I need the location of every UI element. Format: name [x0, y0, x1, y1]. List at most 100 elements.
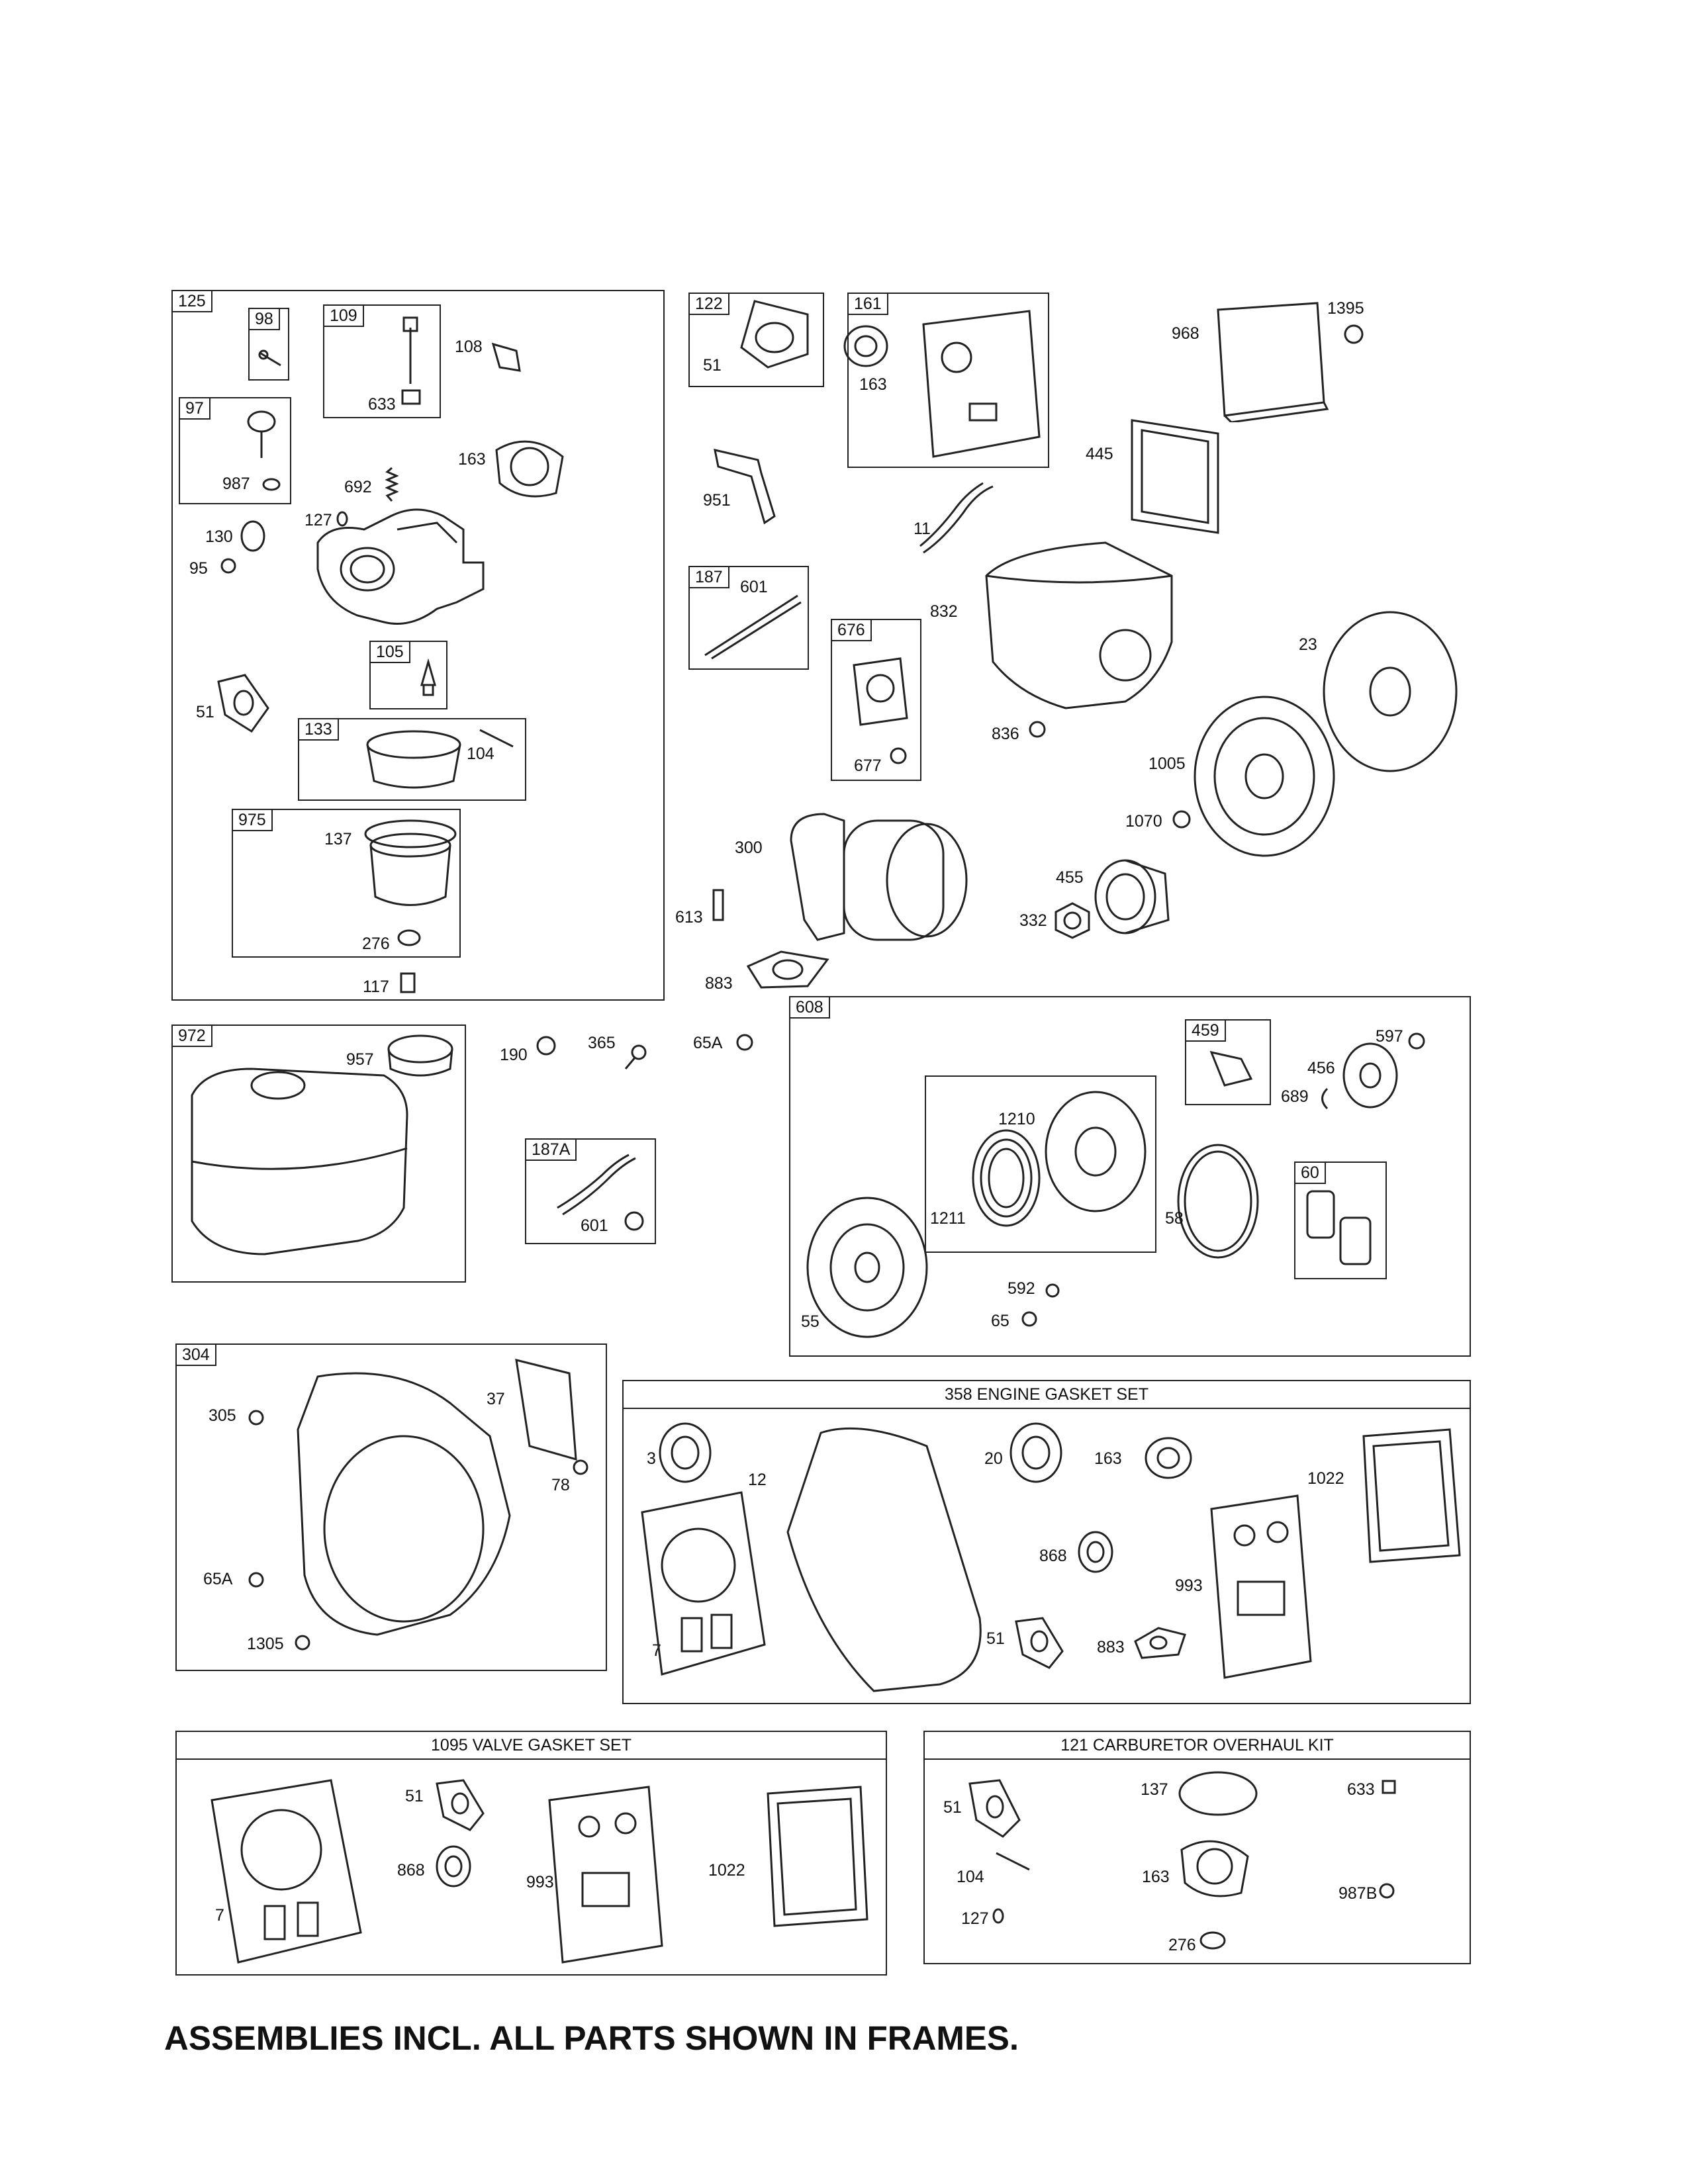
shield-37-icon	[515, 1358, 577, 1461]
gasket-163-icon	[495, 440, 564, 498]
label-868: 868	[1039, 1547, 1067, 1565]
cup-455-icon	[1094, 859, 1170, 934]
label-127: 127	[305, 511, 332, 529]
label-601: 601	[740, 578, 768, 596]
label-163: 163	[1142, 1868, 1170, 1886]
label-55: 55	[801, 1312, 820, 1331]
gasket-993-icon	[1210, 1494, 1312, 1679]
cap-633-icon	[1382, 1780, 1396, 1794]
gasket-276-icon	[397, 929, 421, 946]
frame-1210	[925, 1075, 1156, 1253]
frame-tag: 105	[369, 641, 410, 663]
frame-304: 304	[175, 1343, 607, 1671]
label-12: 12	[748, 1471, 767, 1489]
screw-305-icon	[248, 1410, 264, 1426]
label-51: 51	[703, 356, 722, 375]
gasket-12-icon	[786, 1427, 982, 1692]
label-993: 993	[526, 1873, 554, 1891]
label-3: 3	[647, 1449, 656, 1468]
label-987: 987	[222, 475, 250, 493]
label-868: 868	[397, 1861, 425, 1880]
label-1022: 1022	[708, 1861, 745, 1880]
label-23: 23	[1299, 635, 1317, 654]
label-633: 633	[1347, 1780, 1375, 1799]
lever-951-icon	[714, 449, 776, 525]
frame-tag: 972	[171, 1024, 212, 1047]
frame-header: 121 CARBURETOR OVERHAUL KIT	[925, 1732, 1470, 1760]
retainer-456-icon	[1342, 1042, 1398, 1109]
label-7: 7	[215, 1906, 224, 1925]
oring-137-icon	[1178, 1771, 1258, 1816]
label-592: 592	[1008, 1279, 1035, 1298]
label-957: 957	[346, 1050, 374, 1069]
frame-tag: 98	[248, 308, 280, 330]
frame-133: 133	[298, 718, 526, 801]
head-gasket-7b-icon	[211, 1779, 362, 1964]
gasket-51e-icon	[968, 1779, 1021, 1838]
label-456: 456	[1307, 1059, 1335, 1077]
label-883: 883	[705, 974, 733, 993]
frame-676: 676	[831, 619, 921, 781]
screw-836-icon	[1029, 721, 1046, 738]
plate-130-icon	[240, 520, 265, 552]
label-689: 689	[1281, 1087, 1309, 1106]
label-987b: 987B	[1338, 1884, 1378, 1903]
label-1022: 1022	[1307, 1469, 1344, 1488]
label-365: 365	[588, 1034, 616, 1052]
gasket-1022-icon	[1362, 1428, 1461, 1563]
frame-972: 972	[171, 1024, 466, 1283]
frame-tag: 125	[171, 290, 212, 312]
screw-1305-icon	[295, 1635, 310, 1651]
label-163: 163	[458, 450, 486, 469]
label-163: 163	[1094, 1449, 1122, 1468]
screw-65a-icon	[736, 1034, 753, 1051]
label-51: 51	[986, 1629, 1005, 1648]
starter-55-icon	[806, 1197, 928, 1338]
gasket-163d-icon	[1180, 1840, 1249, 1897]
label-677: 677	[854, 756, 882, 775]
seal-868-icon	[1078, 1531, 1113, 1573]
screw-65a2-icon	[248, 1572, 264, 1588]
frame-358-engine-gasket-set: 358 ENGINE GASKET SET	[622, 1380, 1471, 1704]
label-95: 95	[189, 559, 208, 578]
label-692: 692	[344, 478, 372, 496]
frame-161: 161	[847, 293, 1049, 468]
nut-592-icon	[1045, 1283, 1060, 1298]
label-137: 137	[324, 830, 352, 848]
label-332: 332	[1019, 911, 1047, 930]
label-300: 300	[735, 839, 763, 857]
gasket-1022b-icon	[767, 1786, 868, 1927]
frame-tag: 459	[1185, 1019, 1226, 1042]
flywheel-23-icon	[1323, 611, 1458, 772]
label-190: 190	[500, 1046, 528, 1064]
frame-header: 358 ENGINE GASKET SET	[624, 1381, 1470, 1409]
spring-1211-icon	[972, 1129, 1041, 1227]
screw-117-icon	[400, 972, 416, 993]
adapter-122-icon	[740, 300, 809, 369]
bracket-108-icon	[491, 342, 521, 372]
pin-104-icon	[479, 729, 514, 748]
needle-105-icon	[420, 659, 436, 696]
frame-975: 975	[232, 809, 461, 958]
label-65a: 65A	[693, 1034, 723, 1052]
screw-677-icon	[890, 747, 907, 764]
label-968: 968	[1172, 324, 1199, 343]
spring-692-icon	[385, 467, 399, 502]
tube-11-icon	[919, 482, 994, 554]
label-836: 836	[992, 725, 1019, 743]
rope-58-icon	[1177, 1144, 1259, 1259]
label-597: 597	[1376, 1027, 1403, 1046]
label-58: 58	[1165, 1209, 1184, 1228]
bracket-676-icon	[853, 657, 908, 726]
label-78: 78	[551, 1476, 570, 1494]
float-133-icon	[366, 730, 461, 789]
label-601: 601	[581, 1216, 608, 1235]
pin-104b-icon	[996, 1852, 1030, 1871]
screw-1395-icon	[1344, 324, 1364, 344]
label-993: 993	[1175, 1576, 1203, 1595]
label-51: 51	[405, 1787, 424, 1805]
seal-3-icon	[659, 1422, 712, 1483]
label-65: 65	[991, 1312, 1009, 1330]
label-276: 276	[1168, 1936, 1196, 1954]
label-117: 117	[363, 978, 389, 996]
